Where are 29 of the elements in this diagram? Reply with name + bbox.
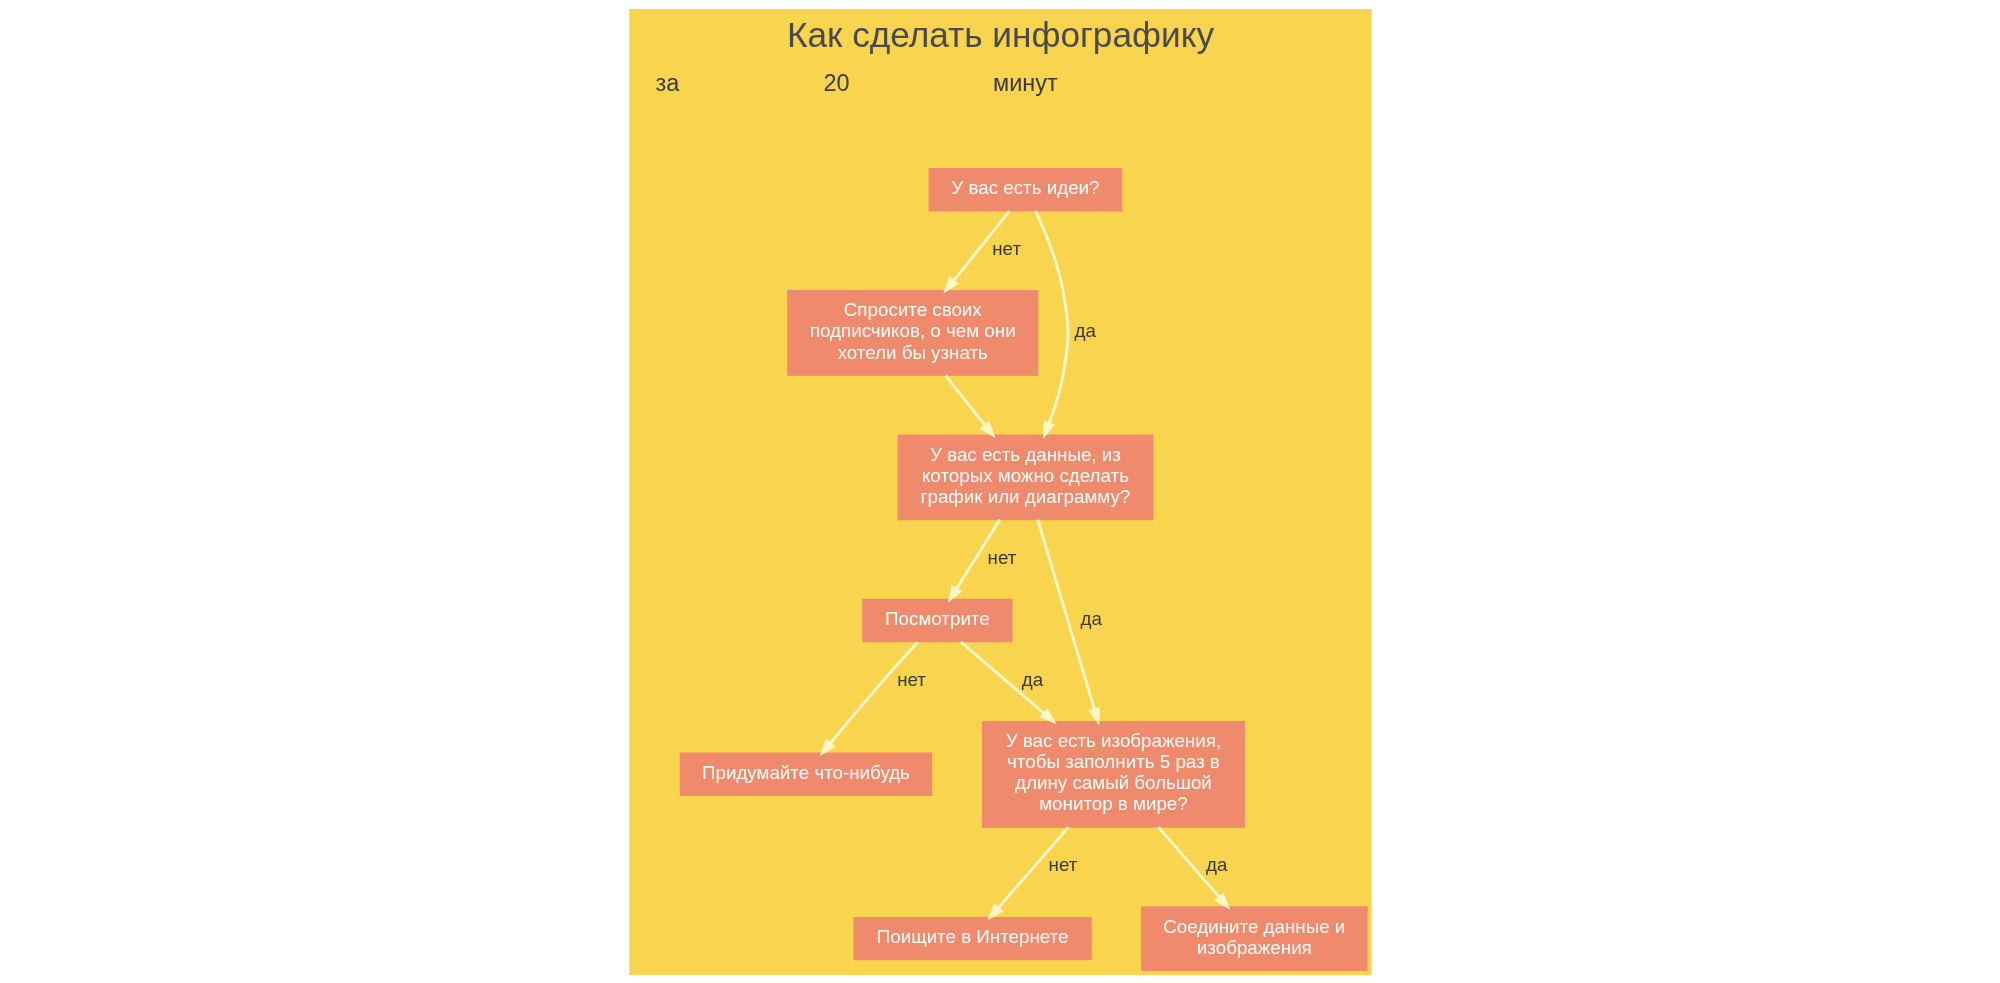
edge-label: да	[1021, 668, 1043, 690]
arrow	[819, 640, 919, 756]
node-box: Соедините данные и изображения	[1140, 905, 1368, 971]
node-box: У вас есть данные, из которых можно сделать график или диаграмму?	[897, 434, 1153, 520]
node-box: Придумайте что-нибудь	[679, 752, 932, 796]
diagram-title: Как сделать инфографику	[786, 14, 1214, 54]
arrow	[942, 209, 1010, 294]
edge-label: нет	[991, 237, 1021, 259]
arrow	[1156, 825, 1230, 910]
label: за	[655, 69, 679, 96]
arrow	[1035, 518, 1100, 725]
label: минут	[992, 69, 1058, 96]
arrow	[1033, 209, 1069, 439]
edge-label: нет	[1048, 853, 1077, 875]
label: 20	[822, 69, 850, 96]
arrow	[986, 825, 1070, 920]
node-box: Поищите в Интернете	[853, 916, 1092, 960]
edge-label: нет	[987, 546, 1016, 568]
node-box: У вас есть изображения, чтобы заполнить 5 раз в длину самый большой монитор в мире?	[981, 720, 1245, 828]
node-box: Посмотрите	[861, 598, 1013, 642]
node-box: У вас есть идеи?	[928, 167, 1122, 211]
node-box: Спросите своих подписчиков, о чем они хотели бы узнать	[786, 289, 1038, 376]
arrow	[959, 640, 1057, 724]
arrow	[947, 518, 1001, 603]
edge-label: да	[1205, 853, 1227, 875]
arrow	[944, 374, 995, 438]
edge-label: нет	[896, 668, 926, 690]
edge-label: да	[1079, 607, 1102, 629]
edge-label: да	[1074, 319, 1096, 341]
